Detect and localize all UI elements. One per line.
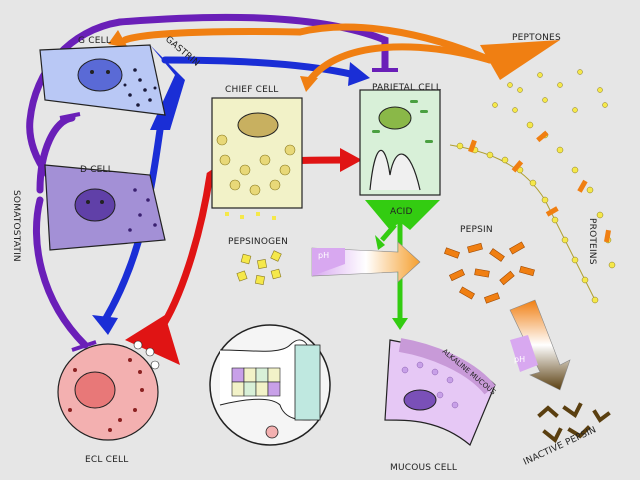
ph-label-1: pH: [318, 251, 329, 260]
peptone-to-g-cell-path: [121, 23, 494, 64]
somatostatin-g-inhibit-bar: [59, 112, 81, 120]
peptone-to-chief-path: [306, 43, 494, 84]
mucous-cell-label: MUCOUS CELL: [390, 463, 457, 473]
gastrin-label: GASTRIN: [163, 35, 201, 69]
pepsin-label: PEPSIN: [460, 225, 493, 235]
protein-chains: [449, 121, 616, 304]
acid-mucous-arrowhead: [392, 318, 408, 330]
somatostatin-d-to-g-path: [36, 114, 76, 194]
acid-pepsin-arrowhead: [375, 235, 385, 250]
gastric-pit-inset: [209, 324, 331, 446]
gastrin-parietal-arrowhead: [348, 62, 370, 86]
pepsin-molecules: [444, 241, 535, 304]
somatostatin-label: SOMATOSTATIN: [11, 190, 21, 262]
mucous-cell: [384, 338, 496, 446]
peptone-chief-arrowhead: [300, 76, 318, 92]
histamine-release-wedge: [125, 315, 180, 365]
gastrin-release-wedge: [150, 45, 185, 130]
somatostatin-pathways: [26, 13, 389, 349]
acid-release-wedge: [365, 200, 440, 230]
pepsinogen-granules: [236, 250, 282, 285]
ph-activation-arrow: [311, 241, 421, 283]
peptone-pathways: [121, 23, 494, 84]
peptone-release-wedge: [480, 40, 560, 80]
chief-cell-label: CHIEF CELL: [225, 85, 278, 95]
inactive-pepsin-fragments: [537, 402, 611, 444]
ecl-cell: [57, 340, 160, 441]
peptone-g-arrowhead: [108, 30, 128, 48]
chief-cell: [211, 97, 303, 220]
gastrin-to-parietal-path: [161, 56, 359, 79]
ph-label-2: pH: [514, 355, 525, 364]
somatostatin-to-parietal-path: [116, 13, 389, 72]
ecl-cell-label: ECL CELL: [85, 455, 128, 465]
d-cell: [44, 164, 166, 251]
parietal-cell-label: PARIETAL CELL: [372, 83, 441, 93]
d-cell-label: D CELL: [80, 165, 113, 175]
acid-label: ACID: [390, 207, 413, 217]
histamine-arrowhead: [340, 148, 362, 172]
somatostatin-to-g-cell-path: [26, 18, 124, 179]
pepsinogen-label: PEPSINOGEN: [228, 237, 288, 247]
ph-inactivation-arrow: [509, 299, 571, 391]
g-cell-label: G CELL: [78, 36, 111, 46]
peptones-label: PEPTONES: [512, 33, 561, 43]
peptone-particles: [492, 69, 608, 113]
g-cell: [39, 44, 166, 116]
gastrin-ecl-arrowhead: [92, 315, 118, 335]
proteins-label: PROTEINS: [587, 218, 597, 265]
somatostatin-to-ecl-path: [32, 196, 89, 349]
somatostatin-ecl-inhibit-bar: [71, 340, 97, 352]
parietal-cell: [359, 89, 441, 196]
